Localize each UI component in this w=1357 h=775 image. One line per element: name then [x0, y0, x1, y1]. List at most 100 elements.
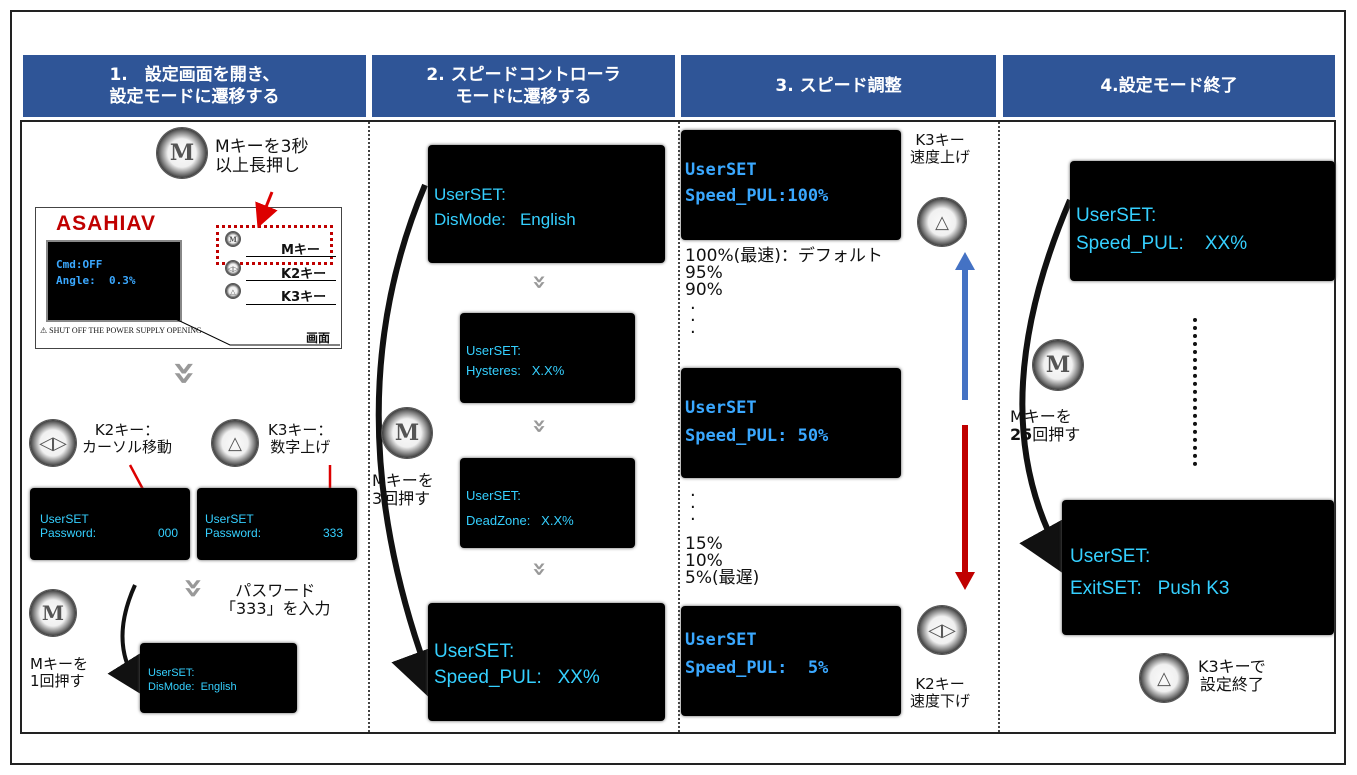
- device-k2-key-icon: ◁▷: [226, 261, 240, 275]
- k3-end-instruction: K3キーで 設定終了: [1198, 657, 1266, 694]
- col2-flow-arrow: [375, 183, 448, 709]
- warning-label: SHUT OFF THE POWER SUPPLY OPENING: [49, 326, 202, 335]
- dismode-screen: UserSET: DisMode: English: [428, 145, 665, 263]
- header-step-3: 3. スピード調整: [681, 55, 996, 117]
- password-screen-entered: UserSET Password: 333: [197, 488, 357, 560]
- password-instruction: パスワード 「333」を入力: [220, 581, 331, 618]
- dismode-screen-title: UserSET:: [434, 185, 506, 204]
- speed-up-arrowhead: [955, 252, 975, 270]
- m-key-icon: M: [1033, 340, 1083, 390]
- speed-50-title: UserSET: [685, 398, 757, 418]
- header-step-2: 2. スピードコントローラ モードに遷移する: [372, 55, 675, 117]
- m-key-label: Mキー: [281, 243, 320, 258]
- hysteres-screen-value: Hysteres: X.X%: [466, 363, 565, 378]
- device-screen-line1: Cmd:OFF: [56, 258, 103, 271]
- header-step-1: 1. 設定画面を開き、 設定モードに遷移する: [23, 55, 366, 117]
- ellipsis-bottom: ···: [690, 485, 696, 530]
- password-screen-initial-label: Password:: [40, 526, 97, 540]
- speed-100-value: Speed_PUL:100%: [685, 186, 829, 206]
- deadzone-screen: UserSET: DeadZone: X.X%: [460, 458, 635, 548]
- device-screen: Cmd:OFF Angle: 0.3%: [46, 240, 182, 322]
- speed-down-arrowhead: [955, 572, 975, 590]
- m-hold-instruction: Mキーを3秒 以上長押し: [215, 137, 309, 176]
- dismode-screen-small-value: DisMode: English: [148, 681, 237, 693]
- hysteres-screen: UserSET: Hysteres: X.X%: [460, 313, 635, 403]
- speed-pul-screen: UserSET: Speed_PUL: XX%: [428, 603, 665, 721]
- speed-5-value: Speed_PUL: 5%: [685, 658, 829, 678]
- password-screen-initial-title: UserSET: [40, 512, 89, 526]
- k3-key-icon: △: [1140, 654, 1188, 702]
- m-25-suffix: 回押す: [1032, 424, 1081, 444]
- speed-5-title: UserSET: [685, 630, 757, 650]
- k3-speed-up-instruction: K3キー 速度上げ: [910, 131, 971, 166]
- divider-2: [678, 122, 680, 732]
- m-key-pointer-arrow: [255, 191, 278, 229]
- dismode-screen-small-title: UserSET:: [148, 667, 195, 679]
- header-step-4: 4.設定モード終了: [1003, 55, 1335, 117]
- speed-50-screen: UserSET Speed_PUL: 50%: [681, 368, 901, 478]
- m-25-line1: Mキーを: [1010, 407, 1072, 426]
- brand-logo: ASAHIAV: [56, 212, 156, 235]
- divider-1: [368, 122, 370, 732]
- chevron-down-icon: »: [173, 577, 214, 599]
- content-panel: [20, 120, 1336, 734]
- device-screen-line2: Angle: 0.3%: [56, 274, 136, 287]
- speed-pul-final-value: Speed_PUL: XX%: [1076, 233, 1248, 254]
- hysteres-screen-title: UserSET:: [466, 343, 521, 358]
- dismode-screen-value: DisMode: English: [434, 210, 576, 229]
- speed-5-screen: UserSET Speed_PUL: 5%: [681, 606, 901, 716]
- m-key-icon: M: [382, 408, 432, 458]
- label-line-bottom: [246, 304, 336, 305]
- speed-pul-final-title: UserSET:: [1076, 205, 1157, 226]
- k3-instruction: K3キー： 数字上げ: [268, 421, 333, 456]
- password-screen-entered-title: UserSET: [205, 512, 254, 526]
- chevron-down-icon: »: [525, 418, 554, 434]
- deadzone-screen-title: UserSET:: [466, 488, 521, 503]
- label-line-k3: [246, 280, 336, 281]
- k3-key-label: K3キー: [281, 290, 327, 305]
- speed-50-value: Speed_PUL: 50%: [685, 426, 829, 446]
- divider-3: [998, 122, 1000, 732]
- password-value-initial: 000: [158, 526, 179, 540]
- outer-frame: [10, 10, 1346, 765]
- k2-key-icon: ◁▷: [30, 420, 76, 466]
- ellipsis-top: ···: [690, 298, 696, 343]
- col4-flow-arrow: [1019, 198, 1075, 582]
- password-value-entered: 333: [323, 526, 344, 540]
- col1-flow-arrow: [107, 584, 146, 697]
- chevron-down-icon: »: [525, 561, 554, 577]
- screen-label: 画面: [306, 331, 331, 345]
- password-screen-entered-label: Password:: [205, 526, 262, 540]
- speed-list-bottom: 15% 10% 5%(最遅): [685, 534, 760, 588]
- label-line-k2: [246, 256, 336, 257]
- speed-100-title: UserSET: [685, 160, 757, 180]
- m-25-count: 25: [1010, 424, 1033, 444]
- vertical-ellipsis: [1193, 318, 1197, 466]
- m-three-instruction: Mキーを 3回押す: [372, 471, 434, 508]
- exit-set-value: ExitSET: Push K3: [1070, 578, 1230, 599]
- speed-pul-final-screen: UserSET: Speed_PUL: XX%: [1070, 161, 1335, 281]
- m-once-instruction: Mキーを 1回押す: [30, 655, 88, 690]
- dismode-screen-small: UserSET: DisMode: English: [140, 643, 297, 713]
- k3-key-icon: △: [918, 198, 966, 246]
- speed-100-screen: UserSET Speed_PUL:100%: [681, 130, 901, 240]
- device-k3-key-icon: △: [226, 284, 240, 298]
- speed-list-top: 100%(最速)：デフォルト 95% 90%: [685, 246, 883, 300]
- k2-key-icon: ◁▷: [918, 606, 966, 654]
- warning-text: ⚠ SHUT OFF THE POWER SUPPLY OPENING: [40, 326, 202, 335]
- speed-pul-screen-title: UserSET:: [434, 641, 515, 662]
- m-key-icon: M: [30, 590, 76, 636]
- exit-set-title: UserSET:: [1070, 546, 1151, 567]
- chevron-down-icon: »: [525, 274, 554, 290]
- k2-speed-down-instruction: K2キー 速度下げ: [910, 675, 971, 710]
- screen-pointer-line: [139, 301, 340, 346]
- k3-key-icon: △: [212, 420, 258, 466]
- chevron-down-icon: »: [161, 360, 208, 386]
- k2-key-label: K2キー: [281, 267, 327, 282]
- exit-set-screen: UserSET: ExitSET: Push K3: [1062, 500, 1334, 635]
- k2-instruction: K2キー： カーソル移動: [82, 421, 173, 456]
- password-screen-initial: UserSET Password: 000: [30, 488, 190, 560]
- deadzone-screen-value: DeadZone: X.X%: [466, 513, 574, 528]
- device-m-key-icon: M: [226, 232, 240, 246]
